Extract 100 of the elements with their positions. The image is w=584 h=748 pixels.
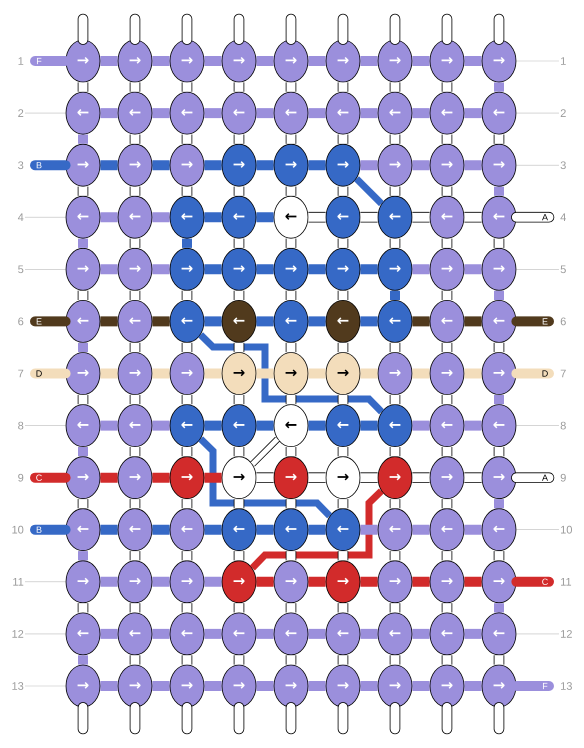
strand (100, 628, 118, 639)
knot: ← (66, 300, 100, 343)
row-number: 9 (560, 474, 566, 482)
knot: → (222, 560, 256, 604)
knot: → (482, 352, 516, 395)
strand (494, 238, 504, 248)
strand (182, 342, 192, 352)
strand (78, 702, 88, 734)
knot: ← (482, 508, 516, 552)
strand (390, 702, 400, 734)
strand (130, 186, 140, 196)
strand (182, 134, 192, 144)
strand (130, 82, 140, 92)
knot: → (170, 144, 204, 187)
strand (412, 212, 430, 222)
strand (130, 238, 140, 248)
strand (100, 472, 118, 483)
knot: → (274, 144, 308, 187)
knot: ← (222, 612, 256, 656)
strand (308, 628, 326, 639)
strand (338, 186, 348, 196)
strand (78, 499, 88, 508)
strand (390, 499, 400, 508)
strand (286, 342, 296, 352)
strand (511, 472, 554, 483)
strand (360, 472, 378, 483)
knot: → (170, 40, 204, 82)
knot: → (222, 248, 256, 291)
knot: ← (378, 612, 412, 656)
knot: ← (170, 196, 204, 239)
knot: ← (222, 300, 256, 343)
strand (204, 108, 222, 118)
guide-line (516, 529, 560, 530)
knot: → (326, 40, 360, 82)
knot: → (430, 664, 464, 708)
strand (130, 290, 140, 300)
knot: → (274, 560, 308, 604)
strand (412, 264, 430, 274)
strand (256, 316, 274, 326)
strand (78, 134, 88, 144)
knot: ← (66, 612, 100, 656)
row-number: 5 (560, 265, 566, 274)
knot: ← (378, 196, 412, 239)
strand (256, 212, 274, 222)
strand (390, 134, 400, 144)
strand (152, 56, 170, 66)
knot: ← (482, 92, 516, 134)
strand (256, 524, 274, 535)
strand (204, 576, 222, 587)
strand (256, 420, 274, 431)
strand (130, 655, 140, 665)
strand (256, 108, 274, 118)
strand (182, 290, 192, 300)
strand (338, 499, 348, 508)
knot: → (378, 144, 412, 187)
strand (442, 447, 452, 456)
strand (30, 368, 71, 378)
strand (286, 186, 296, 196)
strand (286, 702, 296, 734)
knot: ← (326, 508, 360, 552)
knot: ← (482, 612, 516, 656)
row-number: 10 (561, 526, 572, 534)
strand (286, 655, 296, 665)
knot: ← (66, 196, 100, 239)
strand (360, 524, 378, 535)
knot: → (118, 664, 152, 708)
strand (494, 394, 504, 404)
strand (182, 14, 192, 45)
strand (360, 316, 378, 326)
strand (390, 186, 400, 196)
strand (286, 14, 296, 45)
knot: → (118, 248, 152, 291)
knot: → (482, 664, 516, 708)
knot: → (378, 40, 412, 82)
strand (442, 82, 452, 92)
strand (78, 342, 88, 352)
knot: ← (118, 300, 152, 343)
strand (338, 655, 348, 665)
strand (442, 186, 452, 196)
strand (78, 238, 88, 248)
strand (286, 499, 296, 508)
strand (412, 160, 430, 170)
strand (234, 655, 244, 665)
strand (100, 576, 118, 587)
knot: ← (378, 404, 412, 447)
strand (30, 524, 71, 535)
row-number: 3 (560, 161, 566, 170)
strand (442, 702, 452, 734)
strand (100, 212, 118, 222)
strand (338, 394, 348, 404)
strand (286, 82, 296, 92)
knot: ← (274, 612, 308, 656)
strand (182, 394, 192, 404)
strand (338, 134, 348, 144)
strand (234, 551, 244, 560)
strand (494, 603, 504, 612)
strand (390, 82, 400, 92)
row-number: 2 (560, 109, 566, 117)
strand (286, 551, 296, 560)
strand (152, 628, 170, 639)
